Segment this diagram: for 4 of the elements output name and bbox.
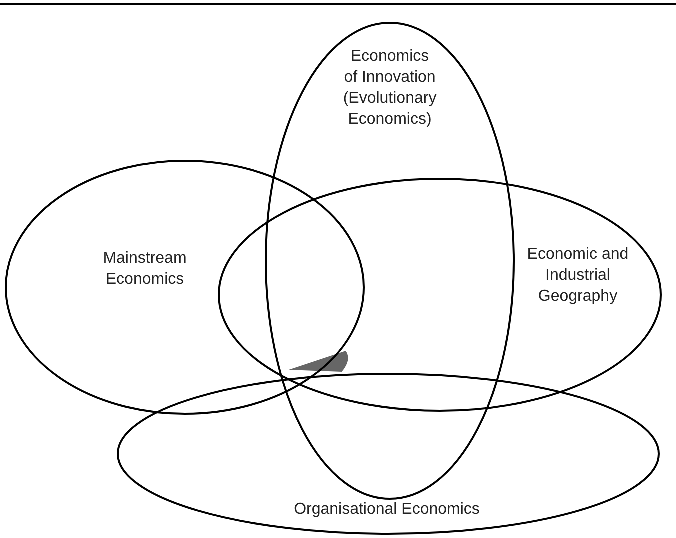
set-label: Mainstream Economics	[102, 249, 188, 290]
set-label: Organisational Economics	[293, 500, 481, 520]
set-label: Economic and Industrial Geography	[526, 245, 630, 307]
set-label: Economics of Innovation (Evolutionary Economics)	[342, 47, 438, 130]
